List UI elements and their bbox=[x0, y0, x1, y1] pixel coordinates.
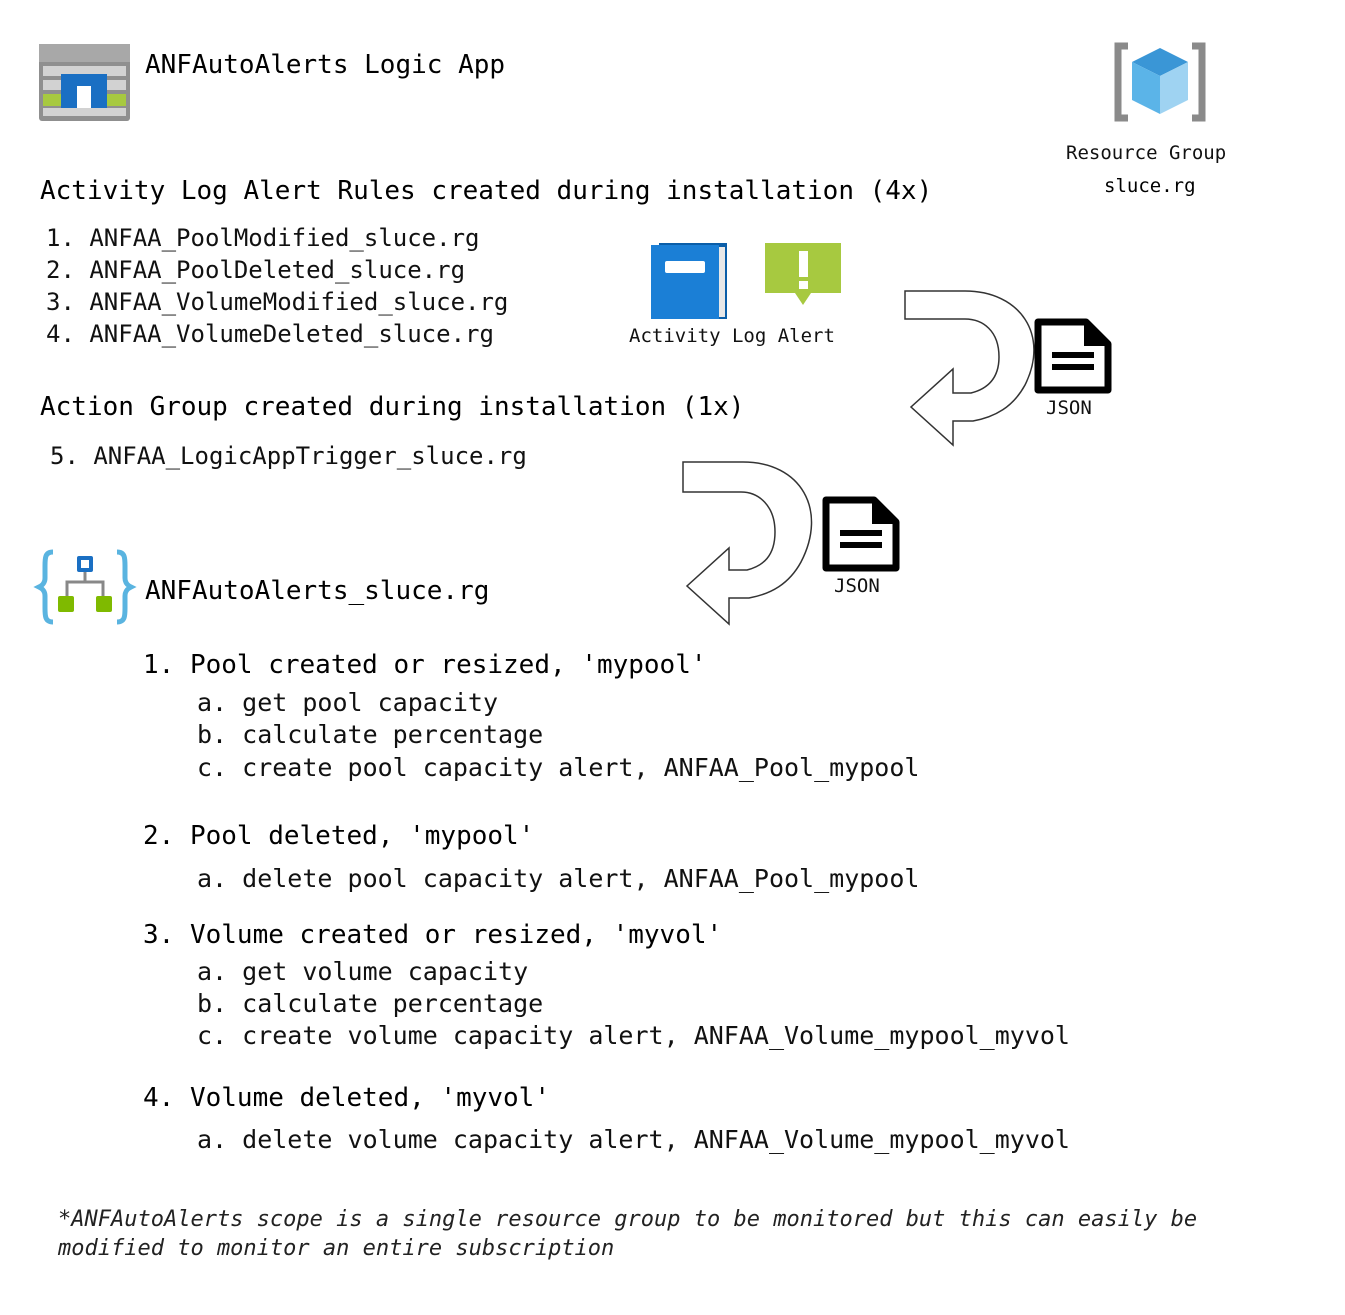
rule-item: 1. ANFAA_PoolModified_sluce.rg bbox=[46, 224, 480, 252]
step-title: 1. Pool created or resized, 'mypool' bbox=[143, 650, 707, 680]
step-sub: b. calculate percentage bbox=[197, 989, 544, 1018]
resource-group-label: Resource Group bbox=[1066, 142, 1227, 164]
json-label: JSON bbox=[834, 575, 880, 597]
logic-app-title: ANFAutoAlerts Logic App bbox=[145, 50, 506, 80]
json-document-icon bbox=[822, 496, 900, 572]
step-sub: c. create pool capacity alert, ANFAA_Poo… bbox=[197, 753, 920, 782]
activity-log-heading: Activity Log Alert Rules created during … bbox=[40, 176, 933, 206]
action-group-heading: Action Group created during installation… bbox=[40, 392, 745, 422]
curved-arrow-icon bbox=[682, 461, 813, 626]
step-title: 4. Volume deleted, 'myvol' bbox=[143, 1083, 550, 1113]
workflow-icon bbox=[33, 549, 137, 625]
step-sub: a. delete volume capacity alert, ANFAA_V… bbox=[197, 1125, 1070, 1154]
activity-log-alert-label: Activity Log Alert bbox=[629, 325, 835, 347]
rule-item: 4. ANFAA_VolumeDeleted_sluce.rg bbox=[46, 320, 494, 348]
workflow-title: ANFAutoAlerts_sluce.rg bbox=[145, 576, 490, 606]
resource-group-icon bbox=[1114, 42, 1206, 122]
footnote: *ANFAutoAlerts scope is a single resourc… bbox=[58, 1207, 1198, 1261]
step-sub: b. calculate percentage bbox=[197, 720, 544, 749]
rule-item: 2. ANFAA_PoolDeleted_sluce.rg bbox=[46, 256, 466, 284]
step-sub: a. get volume capacity bbox=[197, 957, 529, 986]
resource-group-name: sluce.rg bbox=[1104, 175, 1196, 197]
step-title: 3. Volume created or resized, 'myvol' bbox=[143, 920, 723, 950]
step-sub: a. delete pool capacity alert, ANFAA_Poo… bbox=[197, 864, 920, 893]
activity-log-book-icon bbox=[651, 243, 727, 319]
alert-icon bbox=[765, 243, 841, 305]
curved-arrow-icon bbox=[904, 290, 1035, 447]
step-sub: a. get pool capacity bbox=[197, 688, 499, 717]
step-title: 2. Pool deleted, 'mypool' bbox=[143, 821, 535, 851]
logic-app-icon bbox=[39, 44, 130, 121]
json-document-icon bbox=[1034, 318, 1112, 394]
json-label: JSON bbox=[1046, 397, 1092, 419]
rule-item: 3. ANFAA_VolumeModified_sluce.rg bbox=[46, 288, 509, 316]
step-sub: c. create volume capacity alert, ANFAA_V… bbox=[197, 1021, 1070, 1050]
action-group-item: 5. ANFAA_LogicAppTrigger_sluce.rg bbox=[50, 442, 527, 470]
